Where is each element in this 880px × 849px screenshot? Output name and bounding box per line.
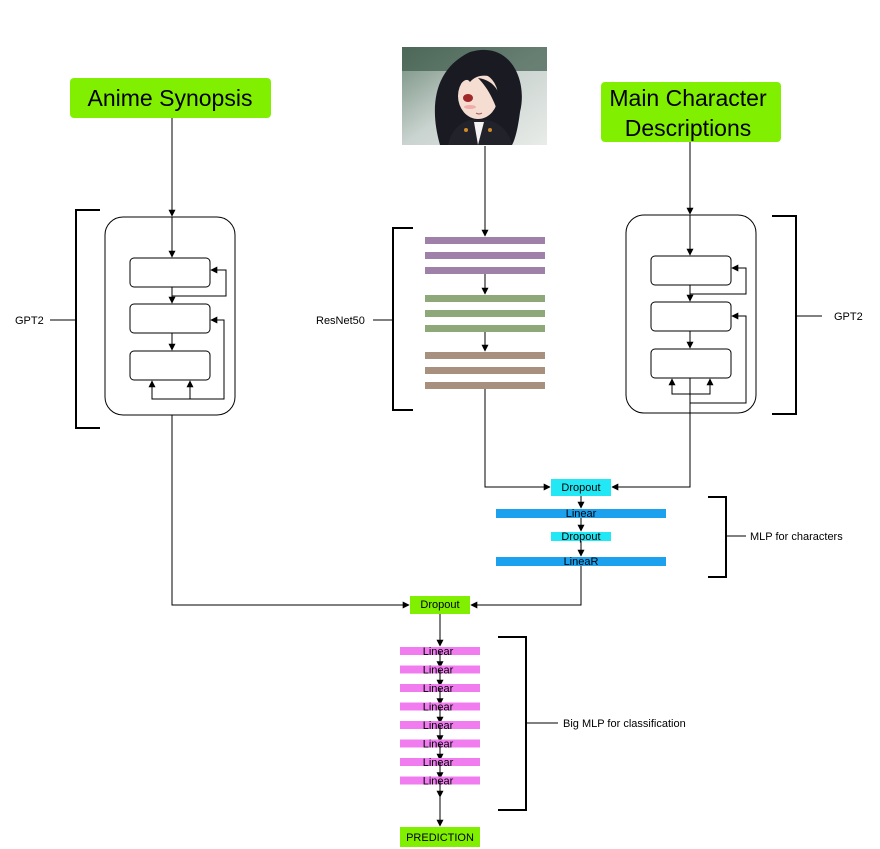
character-descriptions-label-line1: Main Character (609, 85, 767, 111)
left-gpt2-block-1 (129, 257, 211, 288)
character-descriptions-input: Main Character Descriptions (601, 82, 781, 142)
resnet-layer-green-1 (425, 295, 545, 302)
character-linear-1-label: Linear (566, 508, 597, 520)
prediction-box (400, 827, 480, 847)
character-mlp-label: MLP for characters (750, 531, 843, 543)
character-mlp-bracket (708, 496, 727, 578)
right-gpt2-encoder: GPT2 (625, 142, 863, 415)
classifier-linear-1-label: Linear (423, 646, 454, 658)
resnet-layer-brown-2 (425, 367, 545, 374)
resnet-layer-purple-2 (425, 252, 545, 259)
anime-synopsis-box (70, 78, 271, 118)
resnet-layer-brown-3 (425, 382, 545, 389)
resnet-layer-brown-1 (425, 352, 545, 359)
fusion-dropout-label: Dropout (420, 599, 459, 611)
fusion-dropout (410, 596, 470, 614)
character-descriptions-box (601, 82, 781, 142)
right-gpt2-label: GPT2 (834, 311, 863, 323)
character-mlp: Dropout Linear Dropout LineaR MLP for ch… (484, 389, 843, 578)
classifier-linear-5-label: Linear (423, 720, 454, 732)
resnet-layer-green-3 (425, 325, 545, 332)
right-gpt2-block-1 (650, 255, 732, 286)
right-gpt2-block-3 (650, 348, 732, 379)
left-gpt2-block-2 (129, 303, 211, 334)
character-dropout-top (551, 479, 611, 496)
character-linear-1 (496, 509, 666, 518)
fusion: Dropout (171, 415, 582, 647)
resnet-layer-green-2 (425, 310, 545, 317)
classifier-label: Big MLP for classification (563, 718, 686, 730)
character-linear-2 (496, 557, 666, 566)
anime-synopsis-input: Anime Synopsis (70, 78, 271, 118)
resnet50-encoder: ResNet50 (316, 146, 545, 411)
resnet50-label: ResNet50 (316, 315, 365, 327)
character-descriptions-label-line2: Descriptions (625, 115, 752, 141)
classifier-bracket (498, 636, 527, 811)
classifier-linear-3-label: Linear (423, 683, 454, 695)
left-gpt2-bracket (75, 209, 100, 429)
classifier-linear-8-label: Linear (423, 776, 454, 788)
classifier-linear-2-label: Linear (423, 665, 454, 677)
classifier-linear-7-label: Linear (423, 757, 454, 769)
prediction-label: PREDICTION (406, 832, 474, 844)
classifier-mlp: LinearLinearLinearLinearLinearLinearLine… (400, 636, 686, 827)
character-dropout-top-label: Dropout (561, 482, 600, 494)
anime-character-image (402, 47, 547, 145)
left-gpt2-encoder: GPT2 (15, 118, 236, 429)
character-dropout-mid (551, 532, 611, 541)
anime-synopsis-label: Anime Synopsis (88, 85, 253, 111)
classifier-layers: LinearLinearLinearLinearLinearLinearLine… (400, 646, 480, 798)
resnet-layer-purple-1 (425, 237, 545, 244)
character-dropout-mid-label: Dropout (561, 531, 600, 543)
classifier-linear-6-label: Linear (423, 739, 454, 751)
character-linear-2-label: LineaR (564, 556, 599, 568)
left-gpt2-block-3 (129, 350, 211, 381)
right-gpt2-block-2 (650, 301, 732, 332)
resnet50-bracket (392, 227, 413, 411)
prediction-output: PREDICTION (400, 827, 480, 847)
resnet-layer-purple-3 (425, 267, 545, 274)
right-gpt2-bracket (772, 215, 797, 415)
left-gpt2-label: GPT2 (15, 315, 44, 327)
classifier-linear-4-label: Linear (423, 702, 454, 714)
